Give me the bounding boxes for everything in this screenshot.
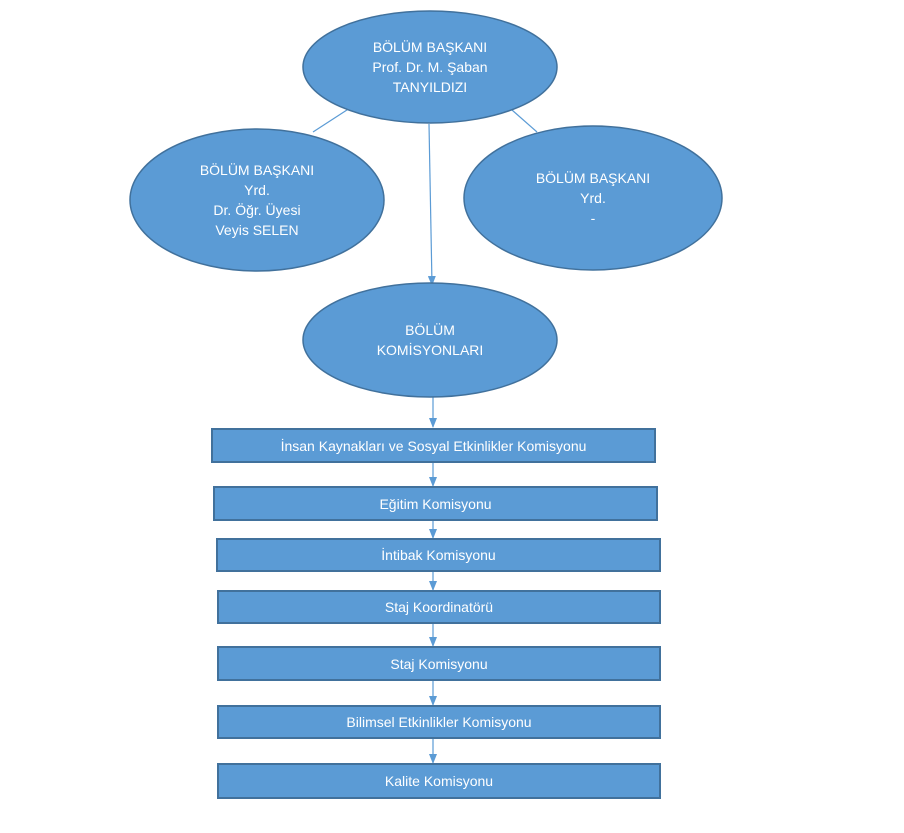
committee-box-scientific-events: Bilimsel Etkinlikler Komisyonu xyxy=(217,705,661,739)
committee-label: Kalite Komisyonu xyxy=(384,773,494,789)
head-name-line-1: Prof. Dr. M. Şaban xyxy=(372,59,488,75)
committee-box-education: Eğitim Komisyonu xyxy=(213,486,658,521)
committee-label: Staj Komisyonu xyxy=(390,655,488,672)
committee-box-human-resources: İnsan Kaynakları ve Sosyal Etkinlikler K… xyxy=(211,428,656,463)
deputy-left-ellipse xyxy=(129,128,385,272)
committees-node-ellipse xyxy=(302,282,558,398)
committees-node-line-1: BÖLÜM xyxy=(405,322,455,338)
deputy-left-name: Veyis SELEN xyxy=(215,222,299,238)
committee-box-adjustment: İntibak Komisyonu xyxy=(216,538,661,572)
committee-label: İntibak Komisyonu xyxy=(381,547,496,563)
committees-node-label: BÖLÜM KOMİSYONLARI xyxy=(303,283,557,397)
committee-box-internship: Staj Komisyonu xyxy=(217,646,661,681)
committee-label: İnsan Kaynakları ve Sosyal Etkinlikler K… xyxy=(280,437,587,454)
connector-head-to-right-deputy xyxy=(511,109,538,133)
committee-box-quality: Kalite Komisyonu xyxy=(217,763,661,799)
head-title: BÖLÜM BAŞKANI xyxy=(372,39,488,55)
committee-label: Staj Koordinatörü xyxy=(384,599,494,615)
committee-box-internship-coordinator: Staj Koordinatörü xyxy=(217,590,661,624)
committee-label: Bilimsel Etkinlikler Komisyonu xyxy=(346,714,532,730)
deputy-right-title: BÖLÜM BAŞKANI xyxy=(535,170,651,186)
deputy-left-label: BÖLÜM BAŞKANI Yrd. Dr. Öğr. Üyesi Veyis … xyxy=(130,129,384,271)
deputy-right-label: BÖLÜM BAŞKANI Yrd. - xyxy=(464,126,722,270)
connector-head-to-left-deputy xyxy=(312,107,351,133)
head-node-label: BÖLÜM BAŞKANI Prof. Dr. M. Şaban TANYILD… xyxy=(303,11,557,123)
deputy-left-title: BÖLÜM BAŞKANI xyxy=(199,162,315,178)
arrow-head-to-committees xyxy=(427,123,436,286)
deputy-left-role: Yrd. xyxy=(244,182,270,198)
deputy-right-role: Yrd. xyxy=(580,190,606,206)
deputy-right-ellipse xyxy=(463,125,723,271)
committees-node-line-2: KOMİSYONLARI xyxy=(376,342,484,358)
committee-label: Eğitim Komisyonu xyxy=(379,495,492,512)
head-node-ellipse xyxy=(302,10,558,124)
head-name-line-2: TANYILDIZI xyxy=(392,79,468,95)
deputy-left-academic-title: Dr. Öğr. Üyesi xyxy=(213,202,301,218)
deputy-right-name: - xyxy=(590,210,596,226)
